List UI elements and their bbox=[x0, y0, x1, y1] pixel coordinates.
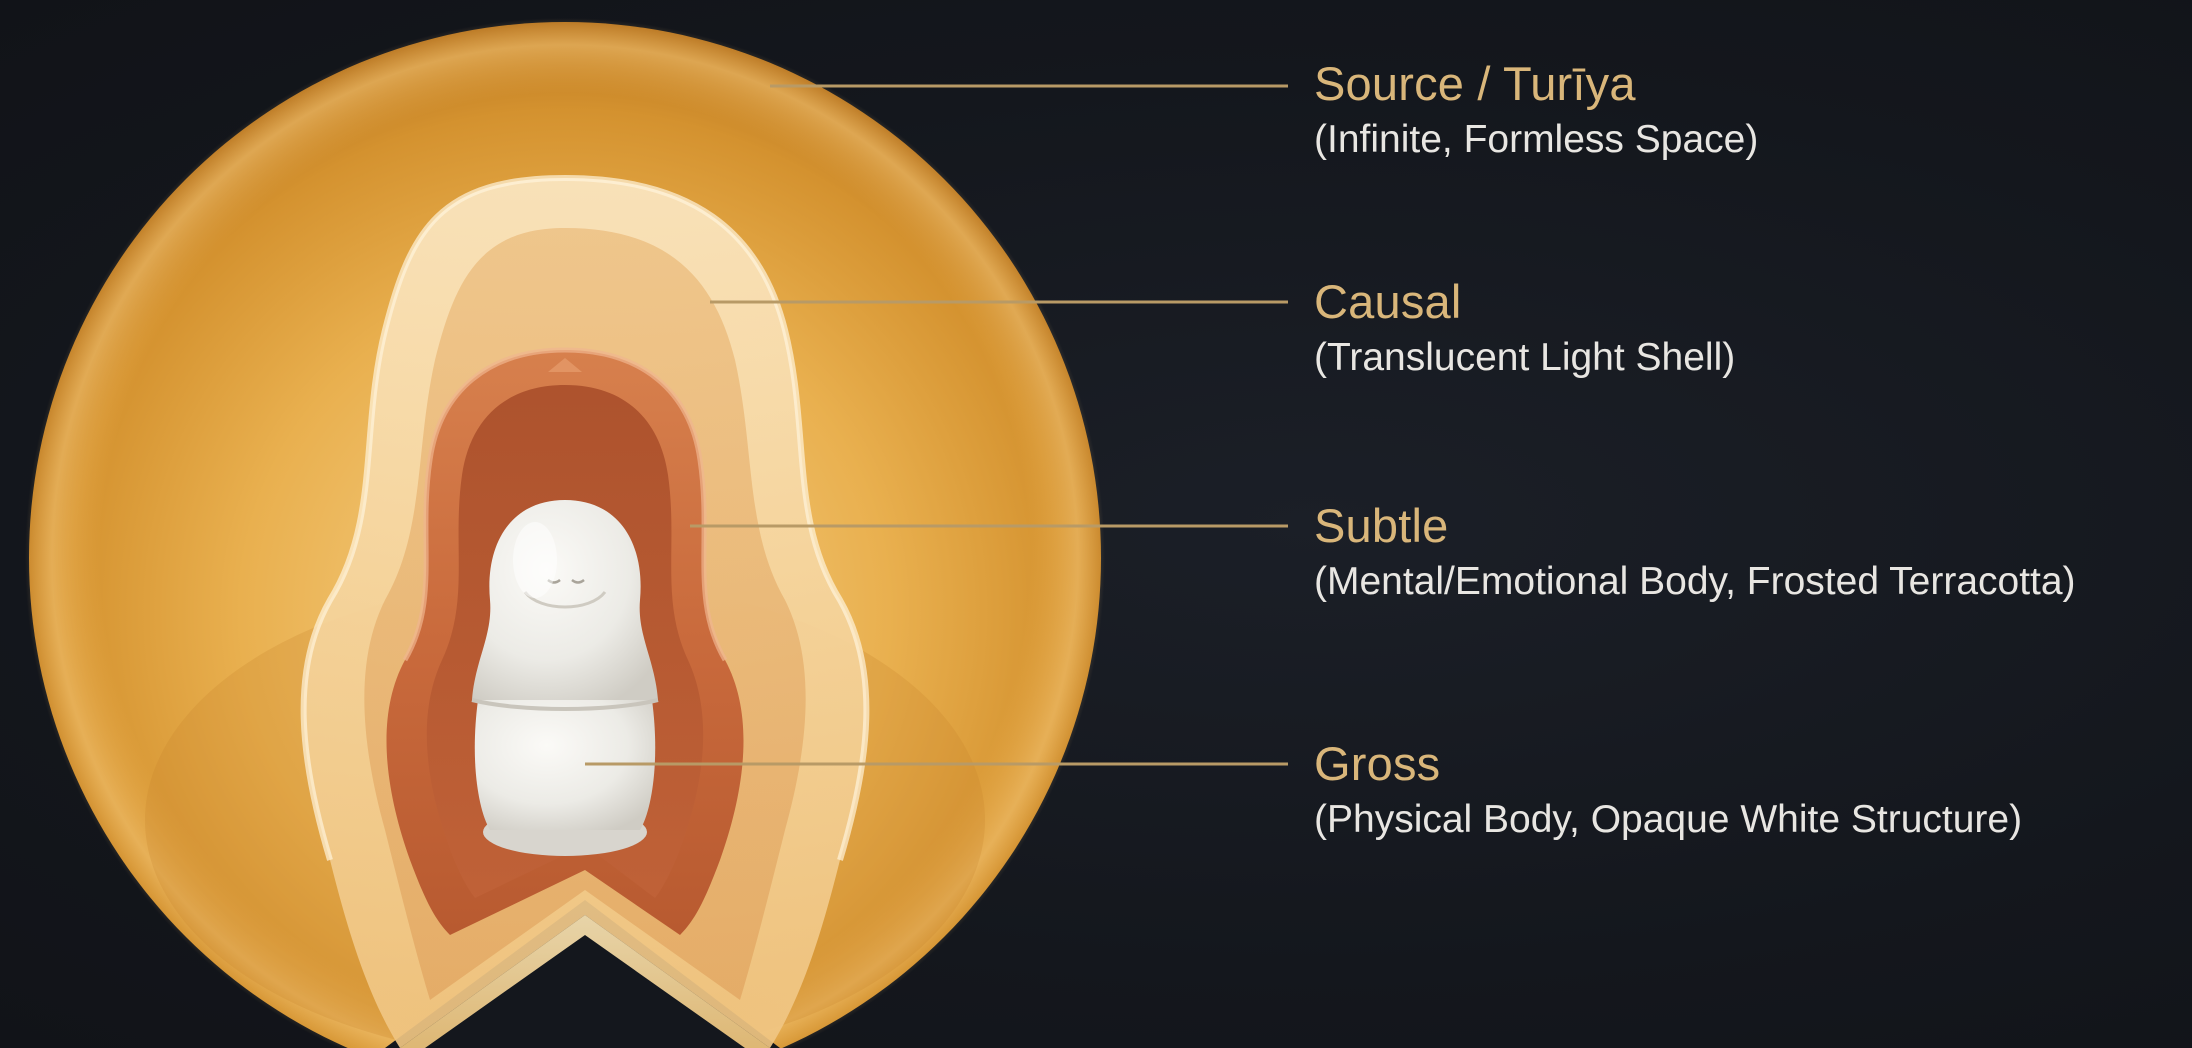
label-causal: Causal (Translucent Light Shell) bbox=[1314, 274, 1735, 386]
gross-body bbox=[472, 500, 658, 856]
label-causal-description: (Translucent Light Shell) bbox=[1314, 330, 1735, 386]
label-subtle-name: Subtle bbox=[1314, 498, 2076, 554]
label-subtle-description: (Mental/Emotional Body, Frosted Terracot… bbox=[1314, 554, 2076, 610]
label-causal-name: Causal bbox=[1314, 274, 1735, 330]
label-source-description: (Infinite, Formless Space) bbox=[1314, 112, 1758, 168]
label-subtle: Subtle (Mental/Emotional Body, Frosted T… bbox=[1314, 498, 2076, 610]
label-gross-description: (Physical Body, Opaque White Structure) bbox=[1314, 792, 2022, 848]
label-source: Source / Turīya (Infinite, Formless Spac… bbox=[1314, 56, 1758, 168]
label-gross-name: Gross bbox=[1314, 736, 2022, 792]
label-gross: Gross (Physical Body, Opaque White Struc… bbox=[1314, 736, 2022, 848]
label-source-name: Source / Turīya bbox=[1314, 56, 1758, 112]
